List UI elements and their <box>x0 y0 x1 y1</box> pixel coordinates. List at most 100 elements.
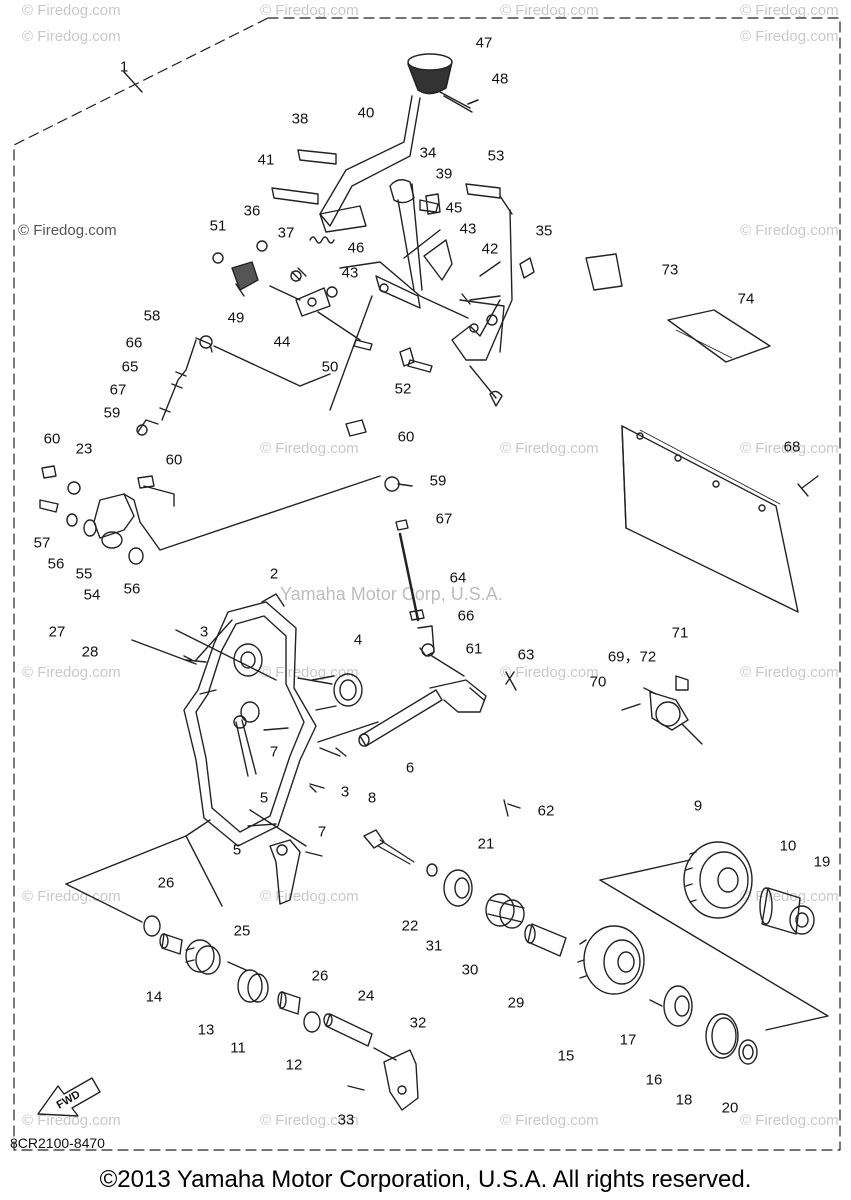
callout-67: 67 <box>109 381 127 399</box>
callout-15: 15 <box>557 1047 575 1065</box>
callout-1: 1 <box>119 58 129 76</box>
callout-40: 40 <box>357 104 375 122</box>
washer-20 <box>738 1039 758 1065</box>
watermark: © Firedog.com <box>260 664 359 681</box>
callout-5: 5 <box>259 789 269 807</box>
bolts-top <box>271 149 513 215</box>
callout-28: 28 <box>81 643 99 661</box>
connecting-rod <box>249 809 307 905</box>
callout-36: 36 <box>243 202 261 220</box>
callout-53: 53 <box>487 147 505 165</box>
callout-63: 63 <box>517 646 535 664</box>
block-and-bracket <box>212 240 361 341</box>
callout-18: 18 <box>675 1091 693 1109</box>
watermark: © Firedog.com <box>740 440 839 457</box>
callout-62: 62 <box>537 802 555 820</box>
callout-56: 56 <box>47 555 65 573</box>
bushing-14 <box>159 933 183 955</box>
gear-case <box>131 593 317 847</box>
circlip-18 <box>705 1013 739 1059</box>
leader-line <box>123 71 143 93</box>
watermark: © Firedog.com <box>740 664 839 681</box>
washer-19 <box>789 905 815 935</box>
watermark: © Firedog.com <box>18 222 117 239</box>
callout-7: 7 <box>269 743 279 761</box>
callout-48: 48 <box>491 70 509 88</box>
decal-74 <box>667 309 771 363</box>
callout-7b: 7 <box>317 823 327 841</box>
leader-line <box>599 859 691 881</box>
leader-line <box>175 629 277 681</box>
callout-52: 52 <box>394 380 412 398</box>
callout-20: 20 <box>721 1099 739 1117</box>
assembly-border <box>13 17 841 1151</box>
callout-54: 54 <box>83 586 101 604</box>
callout-42: 42 <box>481 240 499 258</box>
callout-50: 50 <box>321 358 339 376</box>
callout-51: 51 <box>209 217 227 235</box>
leader-line <box>247 823 277 827</box>
callout-26b: 26 <box>311 967 329 985</box>
watermark: © Firedog.com <box>500 664 599 681</box>
sprocket-30 <box>485 893 525 929</box>
copyright-notice: ©2013 Yamaha Motor Corporation, U.S.A. A… <box>99 1166 752 1193</box>
callout-19: 19 <box>813 853 831 871</box>
callout-25: 25 <box>233 922 251 940</box>
callout-69-72: 69，72 <box>607 648 657 666</box>
callout-35: 35 <box>535 222 553 240</box>
callout-13: 13 <box>197 1021 215 1039</box>
callout-29: 29 <box>507 994 525 1012</box>
callout-59: 59 <box>103 404 121 422</box>
watermark: © Firedog.com <box>22 1112 121 1129</box>
callout-22: 22 <box>401 917 419 935</box>
drive-gear-31 <box>443 869 473 907</box>
fasteners-mid <box>329 295 433 437</box>
callout-66b: 66 <box>457 607 475 625</box>
hub-16 <box>663 985 693 1027</box>
watermark: © Firedog.com <box>260 888 359 905</box>
watermark: © Firedog.com <box>22 664 121 681</box>
needle-bearing-10 <box>759 887 801 935</box>
watermark: © Firedog.com <box>260 2 359 19</box>
callout-67b: 67 <box>435 510 453 528</box>
callout-6: 6 <box>405 759 415 777</box>
leader-line <box>317 721 379 743</box>
callout-60b: 60 <box>165 451 183 469</box>
callout-70: 70 <box>589 673 607 691</box>
leader-line <box>65 819 211 885</box>
callout-56b: 56 <box>123 580 141 598</box>
watermark: © Firedog.com <box>740 28 839 45</box>
callout-65: 65 <box>121 358 139 376</box>
callout-43: 43 <box>459 220 477 238</box>
gear-13 <box>185 939 221 975</box>
leader-line <box>185 835 223 907</box>
washer-26b <box>303 1011 321 1033</box>
part-code: 8CR2100-8470 <box>10 1135 105 1151</box>
callout-64: 64 <box>449 569 467 587</box>
callout-45: 45 <box>445 199 463 217</box>
callout-14: 14 <box>145 988 163 1006</box>
callout-43b: 43 <box>341 264 359 282</box>
callout-74: 74 <box>737 290 755 308</box>
switch-69-72 <box>621 675 703 745</box>
bracket-32 <box>347 1047 419 1111</box>
callout-16: 16 <box>645 1071 663 1089</box>
callout-59b: 59 <box>429 472 447 490</box>
callout-32: 32 <box>409 1014 427 1032</box>
watermark: © Firedog.com <box>500 1112 599 1129</box>
callout-58: 58 <box>143 307 161 325</box>
right-rod-linkage <box>384 476 435 657</box>
callout-30: 30 <box>461 961 479 979</box>
callout-11: 11 <box>230 1039 246 1057</box>
shift-knob <box>407 53 479 113</box>
center-watermark: Yamaha Motor Corp, U.S.A. <box>280 584 503 604</box>
shift-shaft <box>319 655 517 757</box>
callout-60c: 60 <box>397 428 415 446</box>
spline-shaft-29 <box>524 923 567 957</box>
watermark: © Firedog.com <box>740 1112 839 1129</box>
callout-12: 12 <box>285 1056 303 1074</box>
callout-17: 17 <box>619 1031 637 1049</box>
washer-26 <box>143 915 161 937</box>
callout-57: 57 <box>33 534 51 552</box>
